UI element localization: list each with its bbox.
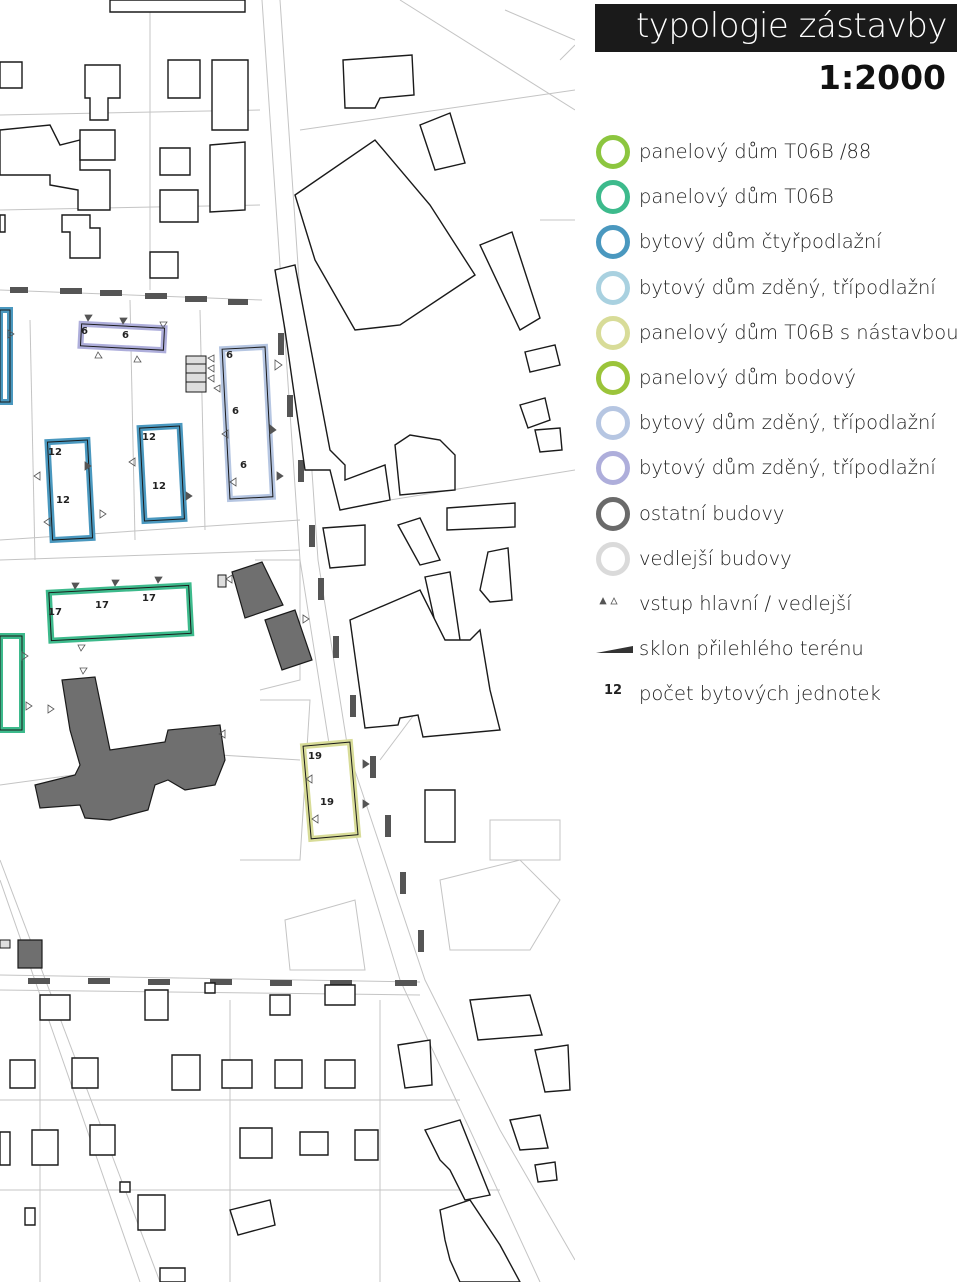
ring-icon bbox=[596, 225, 630, 260]
legend-label: vedlejší budovy bbox=[639, 546, 792, 570]
entrance-triangles bbox=[7, 314, 370, 824]
ring-icon bbox=[596, 270, 630, 305]
legend-item-pocet: 12 počet bytových jednotek bbox=[595, 674, 955, 719]
legend-item-zdeny-1: bytový dům zděný, třípodlažní bbox=[595, 268, 955, 313]
terrain-slope-dashes bbox=[10, 287, 424, 986]
map-scale: 1:2000 bbox=[817, 58, 946, 97]
unit-label-6a: 6 bbox=[81, 326, 88, 337]
unit-label-6d: 6 bbox=[232, 406, 239, 417]
garages-vedlejsi bbox=[0, 355, 227, 949]
entrance-triangles-icon bbox=[599, 596, 618, 605]
unit-label-17b: 17 bbox=[95, 600, 109, 611]
unit-count-sample: 12 bbox=[604, 683, 623, 699]
legend-item-sklon: sklon přilehlého terénu bbox=[595, 629, 955, 674]
site-map[interactable]: 6 6 6 6 6 12 12 12 12 17 17 17 19 19 bbox=[0, 0, 575, 1282]
ring-icon bbox=[596, 496, 630, 531]
legend-label: počet bytových jednotek bbox=[639, 682, 881, 706]
legend-item-bodovy: panelový dům bodový bbox=[595, 358, 955, 403]
unit-label-19a: 19 bbox=[308, 751, 322, 762]
unit-label-17a: 17 bbox=[48, 607, 62, 618]
ring-icon bbox=[596, 315, 630, 350]
legend-item-vstup: vstup hlavní / vedlejší bbox=[595, 584, 955, 629]
dark-buildings bbox=[17, 561, 313, 969]
legend-label: vstup hlavní / vedlejší bbox=[639, 591, 852, 615]
slope-wedge-icon bbox=[596, 646, 633, 654]
legend-label: ostatní budovy bbox=[639, 501, 785, 525]
page-title: typologie zástavby bbox=[635, 6, 948, 46]
ring-icon bbox=[596, 180, 630, 215]
road-network bbox=[0, 0, 575, 1282]
residential-block-outlines bbox=[0, 309, 359, 840]
unit-count-labels: 6 6 6 6 6 12 12 12 12 17 17 17 19 19 bbox=[48, 326, 334, 808]
unit-label-19b: 19 bbox=[320, 797, 334, 808]
legend-label: bytový dům zděný, třípodlažní bbox=[639, 456, 936, 480]
unit-label-12a: 12 bbox=[48, 447, 62, 458]
legend-label: sklon přilehlého terénu bbox=[639, 637, 864, 661]
legend-item-ctyrpodlazni: bytový dům čtyřpodlažní bbox=[595, 222, 955, 267]
legend-label: panelový dům T06B /88 bbox=[639, 140, 872, 163]
legend-item-zdeny-3: bytový dům zděný, třípodlažní bbox=[595, 448, 955, 493]
legend-item-t06b88: panelový dům T06B /88 bbox=[595, 132, 955, 177]
title-bar: typologie zástavby bbox=[595, 4, 957, 52]
legend-list: panelový dům T06B /88 panelový dům T06B … bbox=[595, 132, 959, 719]
other-buildings-outline bbox=[0, 0, 571, 1282]
legend-label: bytový dům čtyřpodlažní bbox=[639, 230, 882, 254]
unit-label-12b: 12 bbox=[56, 495, 70, 506]
unit-label-6b: 6 bbox=[122, 330, 129, 341]
legend-item-ostatni: ostatní budovy bbox=[595, 494, 955, 539]
unit-label-6e: 6 bbox=[240, 460, 247, 471]
ring-icon bbox=[596, 406, 630, 441]
unit-label-17c: 17 bbox=[142, 593, 156, 604]
legend-item-t06b: panelový dům T06B bbox=[595, 177, 955, 222]
legend-label: panelový dům bodový bbox=[639, 365, 856, 389]
unit-label-12c: 12 bbox=[142, 432, 156, 443]
ring-icon bbox=[596, 541, 630, 576]
legend-panel: typologie zástavby 1:2000 panelový dům T… bbox=[575, 0, 960, 1282]
legend-item-zdeny-2: bytový dům zděný, třípodlažní bbox=[595, 403, 955, 448]
legend-label: panelový dům T06B s nástavbou bbox=[639, 320, 959, 344]
unit-label-6c: 6 bbox=[226, 350, 233, 361]
ring-icon bbox=[596, 360, 630, 395]
legend-label: bytový dům zděný, třípodlažní bbox=[639, 275, 936, 299]
legend-label: bytový dům zděný, třípodlažní bbox=[639, 411, 936, 435]
legend-label: panelový dům T06B bbox=[639, 185, 834, 209]
legend-item-nastavba: panelový dům T06B s nástavbou bbox=[595, 313, 959, 358]
legend-item-vedlejsi: vedlejší budovy bbox=[595, 539, 955, 584]
ring-icon bbox=[596, 451, 630, 486]
ring-icon bbox=[596, 135, 630, 169]
unit-label-12d: 12 bbox=[152, 481, 166, 492]
